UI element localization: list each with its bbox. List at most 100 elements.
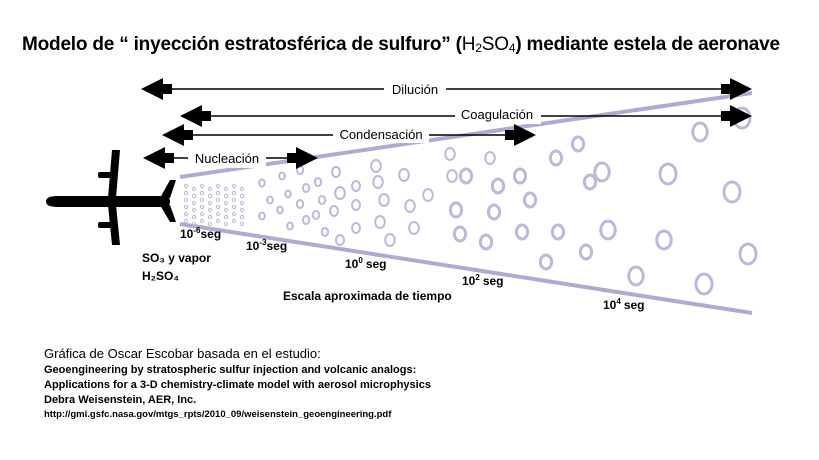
aerosol-particle <box>486 203 502 221</box>
aerosol-particle <box>191 207 197 213</box>
aerosol-particle <box>183 204 189 210</box>
aerosol-particle <box>311 210 321 220</box>
dilucion-arrowhead-right <box>721 78 752 100</box>
credits-block: Gráfica de Oscar Escobar basada en el es… <box>44 346 431 422</box>
nucleacion-label: Nucleación <box>195 151 259 166</box>
condensacion-label: Condensación <box>339 127 422 142</box>
aerosol-particle <box>320 227 330 237</box>
aerosol-particle <box>331 166 341 178</box>
aerosol-particle <box>207 200 213 206</box>
aerosol-particle <box>514 223 530 241</box>
aerosol-particle <box>199 197 205 203</box>
aerosol-particle <box>207 207 213 213</box>
aerosol-particle <box>301 215 311 225</box>
aerosol-particle <box>183 183 189 189</box>
aerosol-particle <box>266 195 274 205</box>
aerosol-particle <box>295 199 305 209</box>
aerosol-particle <box>223 186 229 192</box>
credits-url: http://gmi.gsfc.nasa.gov/mtgs_rpts/2010_… <box>44 409 392 420</box>
aerosol-particle <box>313 177 323 187</box>
dilucion-label: Dilución <box>392 82 438 97</box>
aerosol-particle <box>231 204 237 210</box>
aerosol-particle <box>223 207 229 213</box>
aerosol-particle <box>191 214 197 220</box>
aerosol-particle <box>207 221 213 227</box>
aerosol-particle <box>207 193 213 199</box>
credits-study-title-2: Applications for a 3-D chemistry-climate… <box>44 379 431 391</box>
aerosol-particle <box>548 149 564 167</box>
aerosol-particle <box>207 186 213 192</box>
aerosol-particle <box>446 169 458 183</box>
dilucion-arrowhead-left <box>141 78 172 100</box>
aerosol-particle <box>183 190 189 196</box>
aerosol-particle <box>452 225 468 243</box>
aerosol-particle <box>191 221 197 227</box>
aerosol-particle <box>538 253 554 271</box>
aerosol-particle <box>231 211 237 217</box>
aerosol-particle <box>199 211 205 217</box>
aerosol-particle <box>655 229 673 251</box>
aerosol-particle <box>278 171 286 181</box>
aerosol-particle <box>599 219 617 241</box>
aerosol-particle <box>223 221 229 227</box>
aerosol-particle <box>284 189 292 199</box>
aerosol-particle <box>458 167 474 185</box>
aerosol-particle <box>215 190 221 196</box>
aerosol-particle <box>484 151 496 165</box>
aerosol-particle <box>593 161 611 183</box>
aerosol-particle <box>372 175 384 189</box>
aerosol-particle <box>738 242 758 266</box>
aerosol-particle <box>199 183 205 189</box>
aerosol-particle <box>582 173 598 191</box>
aerosol-particle <box>239 186 245 192</box>
aerosol-particle <box>550 223 566 241</box>
aerosol-particle <box>691 121 709 143</box>
aerosol-particle <box>570 135 586 153</box>
aerosol-particle <box>329 205 339 217</box>
diagram-title: Modelo de “ inyección estratosférica de … <box>22 34 780 56</box>
aerosol-particle <box>239 193 245 199</box>
aerosol-particle <box>231 197 237 203</box>
aerosol-particle <box>239 200 245 206</box>
aerosol-particle <box>215 211 221 217</box>
aerosol-particle <box>223 200 229 206</box>
aerosol-particle <box>578 243 594 261</box>
aerosol-particle <box>258 211 266 221</box>
aerosol-particle <box>490 177 506 195</box>
aerosol-particle <box>335 234 345 246</box>
aerosol-particle <box>334 186 346 200</box>
aerosol-particle <box>722 180 742 204</box>
aerosol-particle <box>351 199 361 211</box>
aerosol-particle <box>408 221 420 235</box>
coagulacion-arrowhead-left <box>180 105 211 127</box>
aerosol-particle <box>183 197 189 203</box>
aerosol-particle <box>183 211 189 217</box>
aerosol-particle <box>183 218 189 224</box>
aerosol-particle <box>223 193 229 199</box>
aerosol-particle <box>370 159 382 173</box>
aerosol-particle <box>239 207 245 213</box>
process-arrows: Dilución Coagulación Condensación Nuclea… <box>141 78 752 169</box>
aerosol-particle <box>404 199 416 213</box>
time-scale-label: Escala aproximada de tiempo <box>283 289 452 303</box>
condensacion-arrowhead-left <box>162 124 193 146</box>
plume-lower-edge <box>179 222 753 315</box>
aerosol-particle <box>301 183 311 193</box>
time-label: 10-3seg <box>246 238 287 253</box>
aerosol-particle <box>378 193 390 207</box>
title-part1: Modelo de “ inyección estratosférica de … <box>22 34 462 55</box>
aerosol-particle <box>444 147 456 161</box>
aerosol-particle <box>231 183 237 189</box>
aerosol-particle <box>215 183 221 189</box>
aerosol-particle <box>512 167 528 185</box>
aerosol-particle <box>351 222 361 234</box>
aerosol-particle <box>199 218 205 224</box>
aerosol-particle <box>223 214 229 220</box>
aerosol-particle <box>215 197 221 203</box>
aerosol-particle <box>422 188 434 202</box>
title-part2: ) mediante estela de aeronave <box>515 34 780 55</box>
aerosol-particle <box>522 191 538 209</box>
